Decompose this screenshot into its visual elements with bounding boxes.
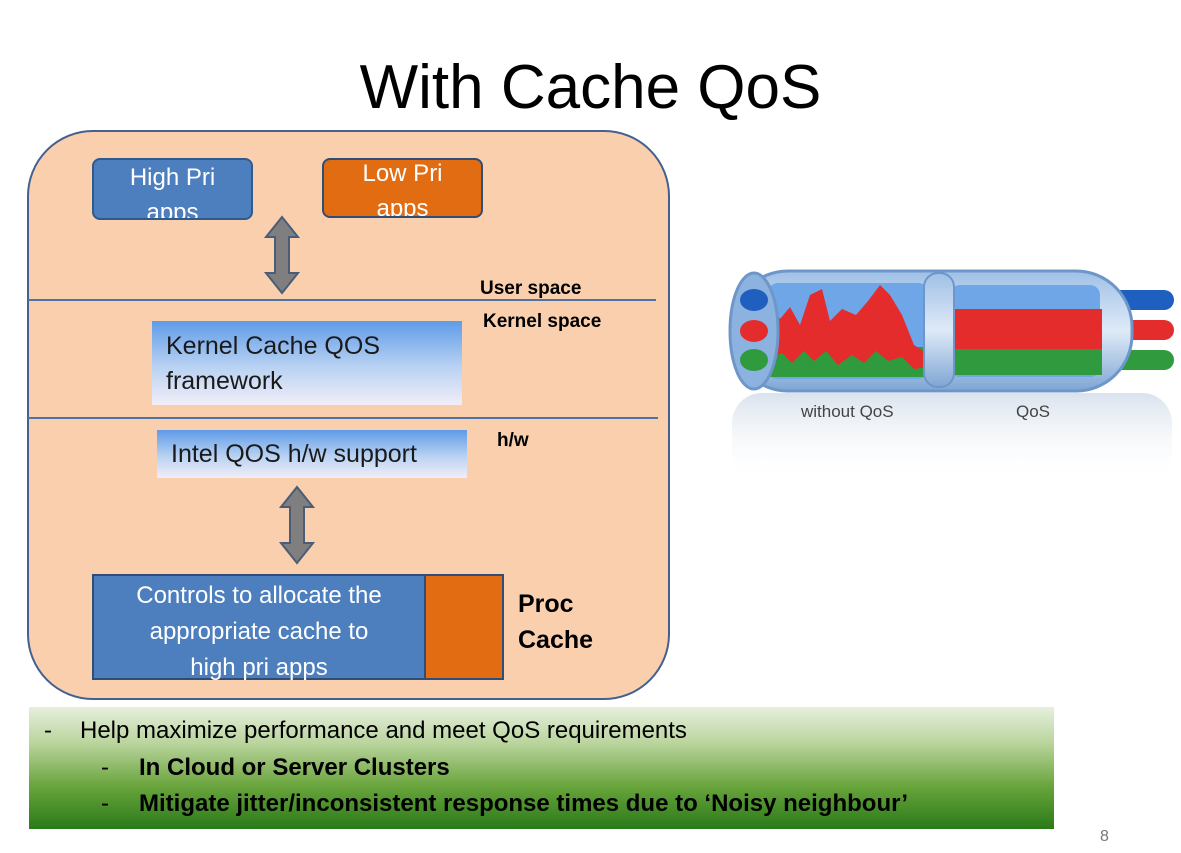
low-pri-apps-label: apps [376,195,429,218]
bullet-dash: - [44,717,52,744]
pipe-reflection [732,393,1172,481]
blue-wire-end [740,289,768,311]
kernel-box-line1: Kernel Cache QOS [166,332,380,360]
qos-label: QoS [1016,402,1051,421]
page-number: 8 [1100,828,1109,845]
sub-bullet-jitter: Mitigate jitter/inconsistent response ti… [139,790,908,817]
proc-cache-block [424,574,504,680]
high-pri-apps-box: High Pri apps [92,158,253,220]
controls-line3: high pri apps [190,654,328,681]
high-pri-label: High Pri [129,164,216,191]
green-band-right [952,349,1102,375]
slide-title: With Cache QoS [359,53,822,122]
user-space-label: User space [480,278,582,299]
user-kernel-separator [28,299,656,301]
proc-cache-label: Proc Cache [518,586,593,658]
cache-controls-box: Controls to allocate the appropriate cac… [92,574,426,681]
cache-label: Cache [518,626,594,654]
double-arrow-icon [263,215,301,295]
kernel-space-label: Kernel space [483,311,602,332]
double-arrow-icon [278,485,316,565]
kernel-cache-qos-box: Kernel Cache QOS framework [152,321,462,405]
green-wire-end [740,349,768,371]
high-pri-apps-label: apps [146,199,199,220]
hw-label: h/w [497,430,529,451]
controls-line1: Controls to allocate the [136,582,382,609]
sub-bullet-cloud: In Cloud or Server Clusters [139,754,450,781]
main-bullet: Help maximize performance and meet QoS r… [80,717,687,744]
steady-red-traffic [952,309,1102,349]
low-pri-apps-box: Low Pri apps [322,158,483,218]
red-wire-end [740,320,768,342]
without-qos-label: without QoS [801,402,894,421]
jittery-red-traffic [768,285,928,369]
sub-bullet-dash: - [101,754,109,781]
qos-pipe-illustration [728,269,1174,481]
proc-label: Proc [518,590,574,618]
summary-banner [29,707,1054,829]
intel-qos-hw-box: Intel QOS h/w support [157,430,467,478]
sub-bullet-dash: - [101,790,109,817]
kernel-box-line2: framework [166,367,283,395]
controls-line2: appropriate cache to [149,618,369,645]
pipe-collar [923,272,955,388]
low-pri-label: Low Pri [362,160,443,187]
kernel-hw-separator [28,417,658,419]
